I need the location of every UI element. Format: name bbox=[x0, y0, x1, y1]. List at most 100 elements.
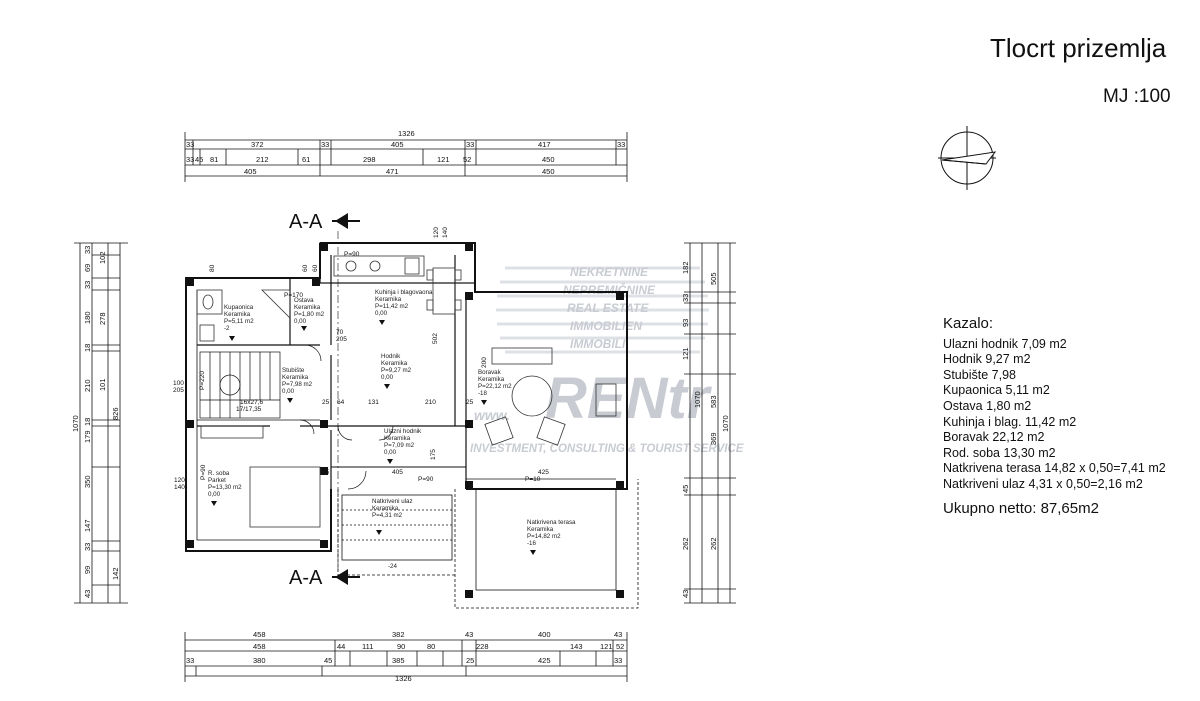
watermark-tagline: INVESTMENT, CONSULTING & TOURIST SERVICE bbox=[470, 443, 744, 455]
room-floor: Keramika bbox=[375, 296, 402, 303]
dim-label: 1070 bbox=[71, 415, 80, 432]
pillars bbox=[186, 243, 624, 598]
dim-label: 121 bbox=[681, 347, 690, 360]
room-name: Hodnik bbox=[381, 353, 401, 360]
dim-label: 278 bbox=[98, 312, 107, 325]
room-floor: Keramika bbox=[384, 435, 411, 442]
dim-label: 45 bbox=[324, 656, 332, 665]
legend-item: Hodnik 9,27 m2 bbox=[943, 352, 1031, 367]
level-marker-icon bbox=[387, 459, 393, 464]
dim-label: 380 bbox=[253, 656, 266, 665]
dim-label: 450 bbox=[542, 167, 555, 176]
room-name: Ostava bbox=[294, 297, 314, 304]
room-kupaonica: Kupaonica Keramika P=5,11 m2 -2 bbox=[224, 304, 254, 332]
room-name: Kuhinja i blagovaona bbox=[375, 289, 433, 296]
dim-label: 93 bbox=[681, 319, 690, 327]
opening-label: 70 bbox=[336, 329, 344, 336]
door-swing bbox=[304, 344, 322, 362]
opening-label: 64 bbox=[337, 399, 345, 406]
room-natkrivena-terasa: Natkrivena terasa Keramika P=14,82 m2 -1… bbox=[527, 519, 576, 547]
chair-icon bbox=[454, 299, 462, 311]
room-level: 0,00 bbox=[375, 310, 388, 317]
dim-label: 405 bbox=[244, 167, 257, 176]
dim-label: 52 bbox=[463, 155, 471, 164]
room-floor: Keramika bbox=[282, 374, 309, 381]
room-soba: R. soba Parket P=13,30 m2 0,00 bbox=[208, 470, 242, 498]
dim-label: 405 bbox=[391, 140, 404, 149]
watermark-line: NEPREMIČNINE bbox=[563, 282, 656, 297]
legend-item: Boravak 22,12 m2 bbox=[943, 430, 1045, 445]
opening-label: 131 bbox=[368, 399, 379, 406]
dining-table-icon bbox=[432, 267, 456, 315]
opening-label: 210 bbox=[425, 399, 436, 406]
door-swing bbox=[378, 425, 394, 441]
opening-label: 405 bbox=[392, 469, 403, 476]
opening-label: 17/17,35 bbox=[236, 406, 262, 413]
level-marker-icon bbox=[376, 530, 382, 535]
room-area: P=13,30 m2 bbox=[208, 484, 242, 491]
dim-label: 43 bbox=[83, 590, 92, 598]
dim-label: 369 bbox=[709, 432, 718, 445]
dim-label: 228 bbox=[476, 642, 489, 651]
opening-label: P=170 bbox=[284, 292, 303, 299]
room-area: P=5,11 m2 bbox=[224, 318, 254, 325]
dim-label: 33 bbox=[186, 656, 194, 665]
dim-label: 1326 bbox=[395, 674, 412, 683]
dim-label: 69 bbox=[83, 264, 92, 272]
legend-item: Rod. soba 13,30 m2 bbox=[943, 445, 1056, 460]
door-swing bbox=[347, 470, 367, 490]
dim-label: 262 bbox=[709, 537, 718, 550]
room-kuhinja: Kuhinja i blagovaona Keramika P=11,42 m2… bbox=[375, 289, 433, 317]
dim-label: 583 bbox=[709, 395, 718, 408]
drawing-title: Tlocrt prizemlja bbox=[990, 33, 1167, 63]
opening-label: 60 bbox=[302, 264, 309, 272]
shower-icon bbox=[261, 289, 291, 319]
dim-label: 80 bbox=[427, 642, 435, 651]
chair-icon bbox=[426, 269, 434, 281]
dim-label: 179 bbox=[83, 430, 92, 443]
dim-label: 143 bbox=[570, 642, 583, 651]
level-markers bbox=[211, 320, 536, 555]
room-legend: Kazalo: Ulazni hodnik 7,09 m2 Hodnik 9,2… bbox=[943, 316, 1166, 516]
dim-label: 45 bbox=[195, 155, 203, 164]
opening-label: 205 bbox=[336, 336, 347, 343]
dim-label: 121 bbox=[437, 155, 450, 164]
room-floor: Keramika bbox=[224, 311, 251, 318]
room-natkriveni-ulaz: Natkriveni ulaz Keramika P=4,31 m2 -24 bbox=[372, 498, 413, 570]
dim-label: 18 bbox=[83, 344, 92, 352]
chair-icon bbox=[426, 299, 434, 311]
hob-icon bbox=[369, 260, 381, 272]
opening-label: 25 bbox=[322, 399, 330, 406]
opening-label: P=10 bbox=[525, 476, 541, 483]
opening-label: 175 bbox=[430, 449, 437, 460]
room-area: P=9,27 m2 bbox=[381, 367, 412, 374]
room-level: 0,00 bbox=[282, 388, 295, 395]
dim-label: 18 bbox=[83, 418, 92, 426]
north-arrow-icon bbox=[938, 126, 997, 190]
dim-label: 372 bbox=[251, 140, 264, 149]
dim-label: 33 bbox=[83, 281, 92, 289]
dim-label: 99 bbox=[83, 566, 92, 574]
dimension-labels: 1326 33 372 33 405 33 417 33 33 45 81 21… bbox=[186, 129, 625, 683]
room-ulazni-hodnik: Ulazni hodnik Keramika P=7,09 m2 0,00 bbox=[384, 428, 422, 456]
room-name: Natkriveni ulaz bbox=[372, 498, 413, 505]
opening-label: P=90 bbox=[344, 251, 360, 258]
dim-label: 61 bbox=[302, 155, 310, 164]
room-stubiste: Stubište Keramika P=7,98 m2 0,00 bbox=[282, 367, 313, 395]
legend-item: Kuhinja i blag. 11,42 m2 bbox=[943, 414, 1077, 429]
dim-label: 471 bbox=[386, 167, 399, 176]
legend-heading: Kazalo: bbox=[943, 315, 994, 332]
bathtub-icon bbox=[196, 289, 223, 315]
level-marker-icon bbox=[379, 320, 385, 325]
room-floor: Keramika bbox=[478, 376, 505, 383]
dim-label: 25 bbox=[466, 656, 474, 665]
dim-label: 33 bbox=[186, 155, 194, 164]
dim-label: 33 bbox=[681, 294, 690, 302]
dim-label: 33 bbox=[466, 140, 474, 149]
chair-icon bbox=[454, 269, 462, 281]
watermark-line: IMMOBILI bbox=[570, 337, 626, 351]
dim-label: 385 bbox=[392, 656, 405, 665]
dim-label: 81 bbox=[210, 155, 218, 164]
room-floor: Keramika bbox=[381, 360, 408, 367]
